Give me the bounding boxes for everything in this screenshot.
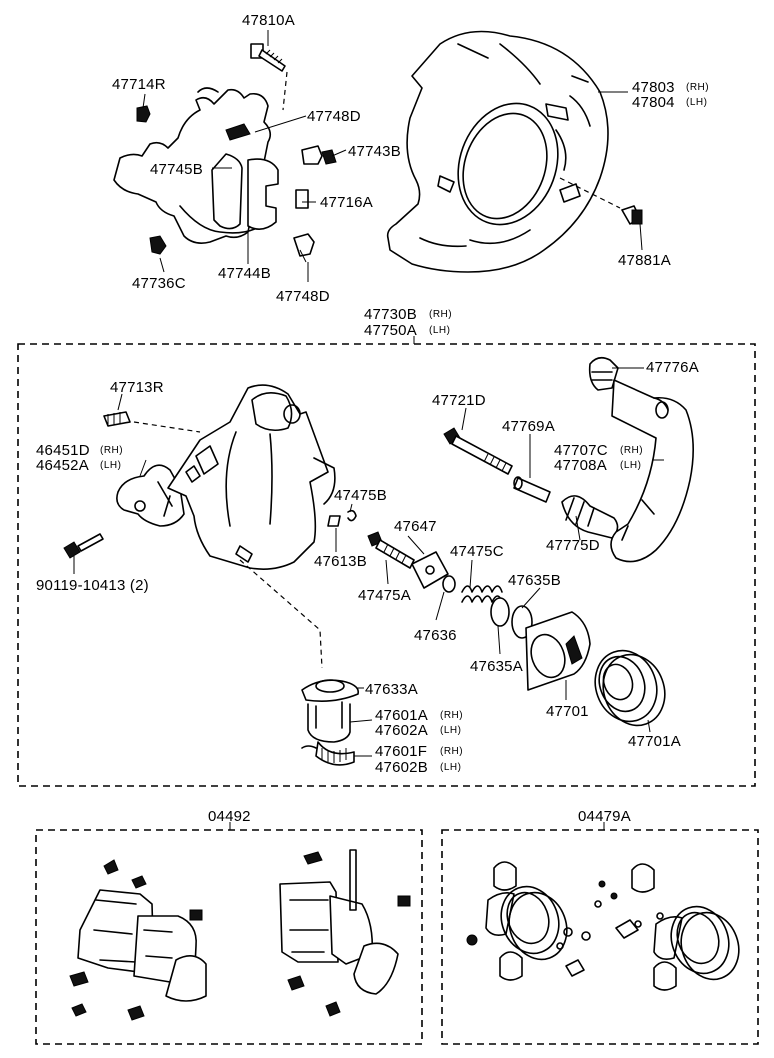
label-47748d-bottom: 47748D [276,288,330,305]
caliper-assembly-drawing [63,356,694,766]
label-04492: 04492 [208,808,251,825]
label-47708a: 47708A [554,457,607,474]
label-47475b: 47475B [334,487,387,504]
label-47707c: 47707C [554,442,608,459]
label-47701a: 47701A [628,733,681,750]
tag-rh-46451d: (RH) [100,445,123,456]
seal-kit-frame [441,829,759,1045]
label-47716a: 47716A [320,194,373,211]
label-47736c: 47736C [132,275,186,292]
label-46452a: 46452A [36,457,89,474]
label-47647: 47647 [394,518,437,535]
tag-lh-46452a: (LH) [100,460,121,471]
tag-lh-47708a: (LH) [620,460,641,471]
tag-lh-47602b: (LH) [440,762,461,773]
tag-rh-47707c: (RH) [620,445,643,456]
tag-rh-47601f: (RH) [440,746,463,757]
label-47745b: 47745B [150,161,203,178]
label-90119-10413: 90119-10413 (2) [36,577,149,594]
tag-rh-47601a: (RH) [440,710,463,721]
label-47748d-top: 47748D [307,108,361,125]
label-47714r: 47714R [112,76,166,93]
label-47635b: 47635B [508,572,561,589]
tag-lh-47804: (LH) [686,97,707,108]
label-47775d: 47775D [546,537,600,554]
label-47601a: 47601A [375,707,428,724]
label-47881a: 47881A [618,252,671,269]
label-47602a: 47602A [375,722,428,739]
caliper-support-drawing [113,30,347,282]
tag-lh-47602a: (LH) [440,725,461,736]
label-47602b: 47602B [375,759,428,776]
seal-kit-drawing [466,861,740,991]
label-46451d: 46451D [36,442,90,459]
label-47776a: 47776A [646,359,699,376]
label-47769a: 47769A [502,418,555,435]
label-47804: 47804 [632,94,675,111]
label-47750a: 47750A [364,322,417,339]
caliper-assembly-frame [17,343,756,787]
tag-rh-47803: (RH) [686,82,709,93]
label-47730b: 47730B [364,306,417,323]
pad-kit-frame [35,829,423,1045]
label-47636: 47636 [414,627,457,644]
label-47803: 47803 [632,79,675,96]
label-47743b: 47743B [348,143,401,160]
bolt-47810a [250,43,286,72]
label-47721d: 47721D [432,392,486,409]
pad-kit-drawing [69,849,411,1021]
label-47810a: 47810A [242,12,295,29]
tag-rh-47730b: (RH) [429,309,452,320]
label-47635a: 47635A [470,658,523,675]
callout-labels: 47810A 47714R 47748D 47743B 47745B 47716… [36,12,709,825]
dust-cover-drawing [386,30,643,273]
label-47475c: 47475C [450,543,504,560]
label-47475a: 47475A [358,587,411,604]
label-47701: 47701 [546,703,589,720]
label-04479a: 04479A [578,808,631,825]
tag-lh-47750a: (LH) [429,325,450,336]
label-47613b: 47613B [314,553,367,570]
label-47713r: 47713R [110,379,164,396]
label-47633a: 47633A [365,681,418,698]
label-47601f: 47601F [375,743,427,760]
label-47744b: 47744B [218,265,271,282]
